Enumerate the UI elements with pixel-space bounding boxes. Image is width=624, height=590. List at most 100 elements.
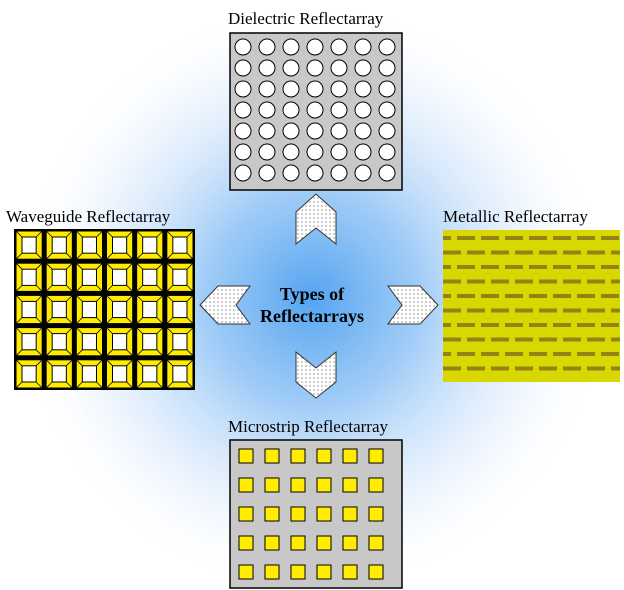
dielectric-hole bbox=[306, 59, 324, 77]
metallic-groove bbox=[539, 366, 557, 371]
metallic-groove bbox=[529, 323, 547, 327]
waveguide-cell bbox=[136, 262, 164, 292]
metallic-groove bbox=[611, 366, 620, 371]
metallic-groove bbox=[587, 337, 605, 342]
waveguide-cell bbox=[136, 359, 164, 389]
dielectric-hole bbox=[378, 143, 396, 161]
microstrip-patch bbox=[290, 506, 306, 522]
waveguide-label: Waveguide Reflectarray bbox=[6, 207, 171, 226]
waveguide-cell bbox=[106, 230, 134, 260]
microstrip-patch bbox=[238, 564, 254, 580]
microstrip-patch bbox=[290, 448, 306, 464]
dielectric-hole bbox=[378, 101, 396, 119]
metallic-label: Metallic Reflectarray bbox=[443, 207, 588, 226]
dielectric-hole bbox=[282, 38, 300, 56]
dielectric-hole bbox=[234, 143, 252, 161]
waveguide-cell bbox=[136, 327, 164, 357]
waveguide-cell bbox=[106, 359, 134, 389]
microstrip-patch bbox=[342, 506, 358, 522]
metallic-groove bbox=[587, 366, 605, 371]
waveguide-cell bbox=[15, 294, 43, 325]
waveguide-cell bbox=[136, 230, 164, 260]
dielectric-hole bbox=[258, 164, 276, 182]
metallic-groove bbox=[505, 323, 523, 327]
metallic-groove bbox=[539, 279, 557, 284]
dielectric-hole bbox=[258, 80, 276, 98]
metallic-groove bbox=[529, 265, 547, 269]
metallic-groove bbox=[553, 236, 571, 240]
metallic-groove bbox=[563, 366, 581, 371]
microstrip-reflectarray-panel bbox=[229, 439, 403, 589]
microstrip-patch bbox=[290, 535, 306, 551]
microstrip-patch bbox=[316, 506, 332, 522]
dielectric-hole bbox=[258, 122, 276, 140]
waveguide-cell bbox=[45, 359, 73, 389]
metallic-groove bbox=[457, 352, 475, 356]
metallic-groove bbox=[481, 294, 499, 298]
metallic-groove bbox=[563, 308, 581, 313]
metallic-groove bbox=[481, 236, 499, 240]
dielectric-hole bbox=[258, 59, 276, 77]
metallic-groove bbox=[577, 352, 595, 356]
metallic-groove bbox=[467, 366, 485, 371]
waveguide-cell bbox=[75, 327, 104, 357]
dielectric-hole bbox=[330, 59, 348, 77]
waveguide-cell bbox=[166, 294, 194, 325]
metallic-groove bbox=[467, 308, 485, 313]
metallic-groove bbox=[491, 279, 509, 284]
metallic-groove bbox=[443, 308, 461, 313]
metallic-groove bbox=[539, 250, 557, 255]
microstrip-patch bbox=[290, 477, 306, 493]
metallic-groove bbox=[505, 294, 523, 298]
arrow-down-icon bbox=[295, 350, 337, 399]
waveguide-cell bbox=[15, 262, 43, 292]
metallic-groove bbox=[515, 308, 533, 313]
microstrip-patch bbox=[316, 477, 332, 493]
microstrip-patch bbox=[368, 535, 384, 551]
waveguide-cell bbox=[166, 327, 194, 357]
metallic-groove bbox=[529, 294, 547, 298]
metallic-groove bbox=[577, 265, 595, 269]
waveguide-cell bbox=[45, 327, 73, 357]
microstrip-patch bbox=[264, 564, 280, 580]
metallic-groove bbox=[491, 250, 509, 255]
waveguide-cell bbox=[136, 294, 164, 325]
dielectric-hole bbox=[330, 164, 348, 182]
center-title: Types of Reflectarrays bbox=[232, 283, 392, 327]
microstrip-patch bbox=[264, 448, 280, 464]
dielectric-hole bbox=[282, 59, 300, 77]
waveguide-cell bbox=[75, 359, 104, 389]
dielectric-hole bbox=[354, 164, 372, 182]
metallic-groove bbox=[529, 352, 547, 356]
dielectric-hole bbox=[282, 143, 300, 161]
dielectric-hole bbox=[306, 80, 324, 98]
metallic-groove bbox=[553, 265, 571, 269]
metallic-groove bbox=[539, 308, 557, 313]
dielectric-hole bbox=[282, 164, 300, 182]
waveguide-cell bbox=[45, 262, 73, 292]
dielectric-hole bbox=[378, 80, 396, 98]
microstrip-patch bbox=[342, 564, 358, 580]
waveguide-cell bbox=[75, 230, 104, 260]
microstrip-patch bbox=[238, 448, 254, 464]
metallic-groove bbox=[457, 265, 475, 269]
metallic-groove bbox=[577, 323, 595, 327]
metallic-groove bbox=[515, 337, 533, 342]
dielectric-hole bbox=[354, 143, 372, 161]
waveguide-cell bbox=[15, 327, 43, 357]
dielectric-hole bbox=[234, 164, 252, 182]
dielectric-hole bbox=[258, 143, 276, 161]
microstrip-patch bbox=[264, 477, 280, 493]
microstrip-patch bbox=[264, 506, 280, 522]
metallic-groove bbox=[601, 352, 619, 356]
waveguide-frame bbox=[14, 229, 195, 390]
waveguide-reflectarray-panel bbox=[14, 229, 195, 390]
dielectric-hole bbox=[234, 80, 252, 98]
metallic-groove bbox=[611, 279, 620, 284]
dielectric-hole bbox=[306, 101, 324, 119]
dielectric-hole bbox=[234, 59, 252, 77]
microstrip-patch bbox=[238, 477, 254, 493]
microstrip-patch bbox=[368, 477, 384, 493]
metallic-groove bbox=[443, 294, 451, 298]
metallic-groove bbox=[577, 294, 595, 298]
